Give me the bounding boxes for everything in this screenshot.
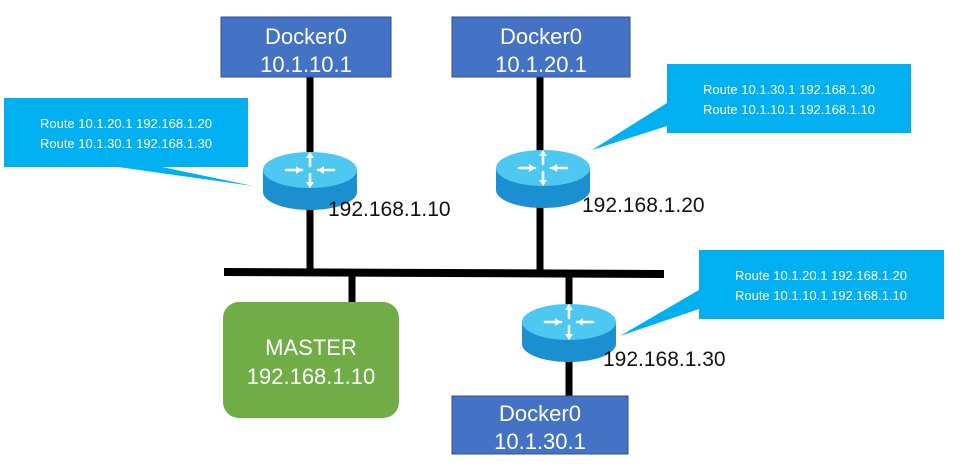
docker-host-subnet: 10.1.10.1 bbox=[260, 52, 352, 77]
connection-lines bbox=[223, 76, 665, 396]
docker-host-title: Docker0 bbox=[500, 24, 582, 49]
router-3: 192.168.1.30 bbox=[520, 302, 726, 371]
router-icon bbox=[520, 302, 618, 364]
docker-host-title: Docker0 bbox=[265, 24, 347, 49]
master-ip: 192.168.1.10 bbox=[247, 364, 375, 389]
route-entry: Route 10.1.30.1 192.168.1.30 bbox=[40, 136, 212, 151]
router-1: 192.168.1.10 bbox=[261, 150, 451, 221]
router-ip-label: 192.168.1.10 bbox=[328, 198, 451, 221]
router-ip-label: 192.168.1.20 bbox=[582, 194, 705, 217]
docker-host-3: Docker0 10.1.30.1 bbox=[451, 395, 629, 455]
route-callout-2: Route 10.1.30.1 192.168.1.30 Route 10.1.… bbox=[592, 64, 911, 150]
route-callout-3: Route 10.1.20.1 192.168.1.20 Route 10.1.… bbox=[620, 250, 944, 336]
route-entry: Route 10.1.10.1 192.168.1.10 bbox=[735, 288, 907, 303]
bus-line bbox=[223, 268, 665, 278]
route-callout-1: Route 10.1.20.1 192.168.1.20 Route 10.1.… bbox=[4, 98, 253, 186]
docker-host-subnet: 10.1.30.1 bbox=[494, 429, 586, 454]
master-title: MASTER bbox=[265, 335, 357, 360]
master-node: MASTER 192.168.1.10 bbox=[223, 302, 399, 418]
route-entry: Route 10.1.30.1 192.168.1.30 bbox=[703, 82, 875, 97]
route-entry: Route 10.1.20.1 192.168.1.20 bbox=[40, 116, 212, 131]
docker-host-2: Docker0 10.1.20.1 bbox=[451, 16, 631, 78]
route-entry: Route 10.1.20.1 192.168.1.20 bbox=[735, 268, 907, 283]
router-2: 192.168.1.20 bbox=[494, 148, 705, 217]
docker-host-title: Docker0 bbox=[499, 401, 581, 426]
router-icon bbox=[494, 148, 592, 210]
docker-host-1: Docker0 10.1.10.1 bbox=[220, 16, 392, 78]
route-entry: Route 10.1.10.1 192.168.1.10 bbox=[703, 102, 875, 117]
docker-host-subnet: 10.1.20.1 bbox=[495, 52, 587, 77]
router-ip-label: 192.168.1.30 bbox=[603, 348, 726, 371]
